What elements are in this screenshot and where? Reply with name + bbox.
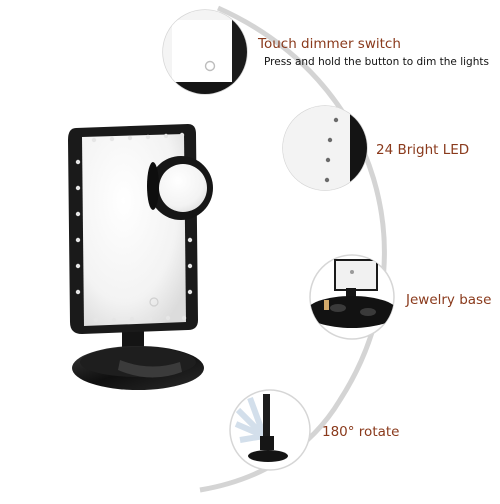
bright-led-title: 24 Bright LED bbox=[376, 142, 470, 158]
touch-button-icon bbox=[149, 297, 159, 307]
rotate-title: 180° rotate bbox=[322, 424, 400, 440]
vanity-mirror bbox=[68, 124, 213, 390]
touch-dimmer-description: Press and hold the button to dim the lig… bbox=[264, 56, 489, 68]
jewelry-base-title: Jewelry base bbox=[406, 292, 492, 308]
touch-dimmer-title: Touch dimmer switch bbox=[258, 36, 401, 52]
callout-bright-led bbox=[282, 105, 368, 191]
callout-rotate bbox=[229, 389, 311, 471]
led-lights bbox=[75, 132, 193, 323]
callout-jewelry-base bbox=[309, 254, 395, 340]
touch-button-zoom-icon bbox=[204, 60, 216, 72]
